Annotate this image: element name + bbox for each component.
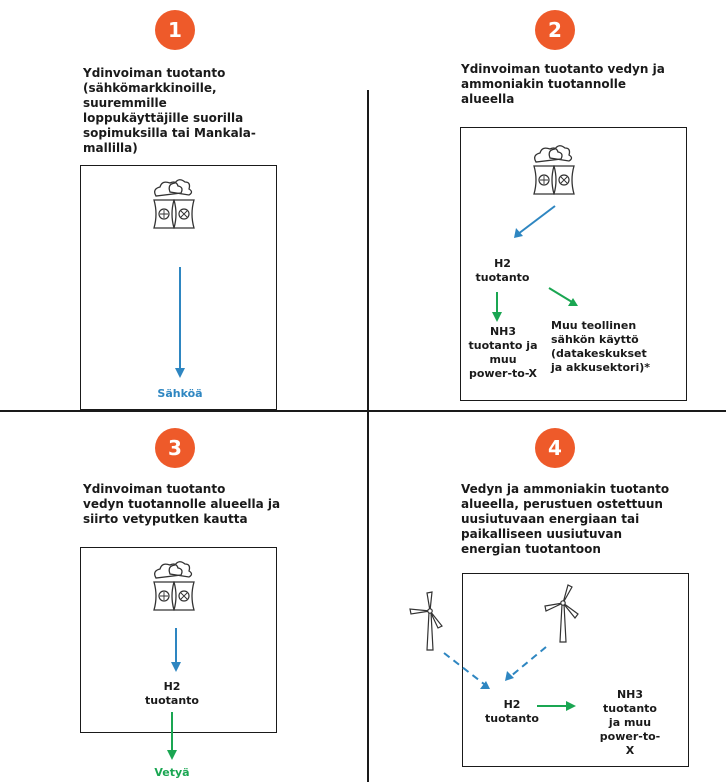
horizontal-divider [0,410,726,412]
wind-turbine-icon [544,584,579,643]
nuclear-plant-icon [153,561,195,611]
panel-4-h2: H2 tuotanto [485,698,539,725]
panel-3-box [80,547,277,733]
step-badge-2: 2 [535,10,575,50]
step-badge-3: 3 [155,428,195,468]
panel-1-output: Sähköä [157,387,203,400]
panel-2-box [460,127,687,401]
panel-4-nh3: NH3 tuotanto ja muu power-to- X [599,688,661,757]
panel-3-title: Ydinvoiman tuotanto vedyn tuotannolle al… [83,482,281,526]
panel-2-other: Muu teollinen sähkön käyttö (datakeskuks… [551,319,651,374]
step-badge-1: 1 [155,10,195,50]
nuclear-plant-icon [533,145,575,195]
panel-3-h2: H2 tuotanto [145,680,199,707]
panel-2-nh3: NH3 tuotanto ja muu power-to-X [468,325,538,380]
wind-turbine-icon [409,591,443,651]
panel-4-box [462,573,689,767]
panel-3-output: Vetyä [154,766,190,779]
vertical-divider [367,90,369,782]
panel-4-title: Vedyn ja ammoniakin tuotanto alueella, p… [461,482,670,556]
panel-2-title: Ydinvoiman tuotanto vedyn ja ammoniakin … [461,62,665,106]
panel-1-title: Ydinvoiman tuotanto (sähkömarkkinoille, … [83,66,256,155]
panel-2-h2: H2 tuotanto [475,257,530,284]
nuclear-plant-icon [153,179,195,229]
step-badge-4: 4 [535,428,575,468]
